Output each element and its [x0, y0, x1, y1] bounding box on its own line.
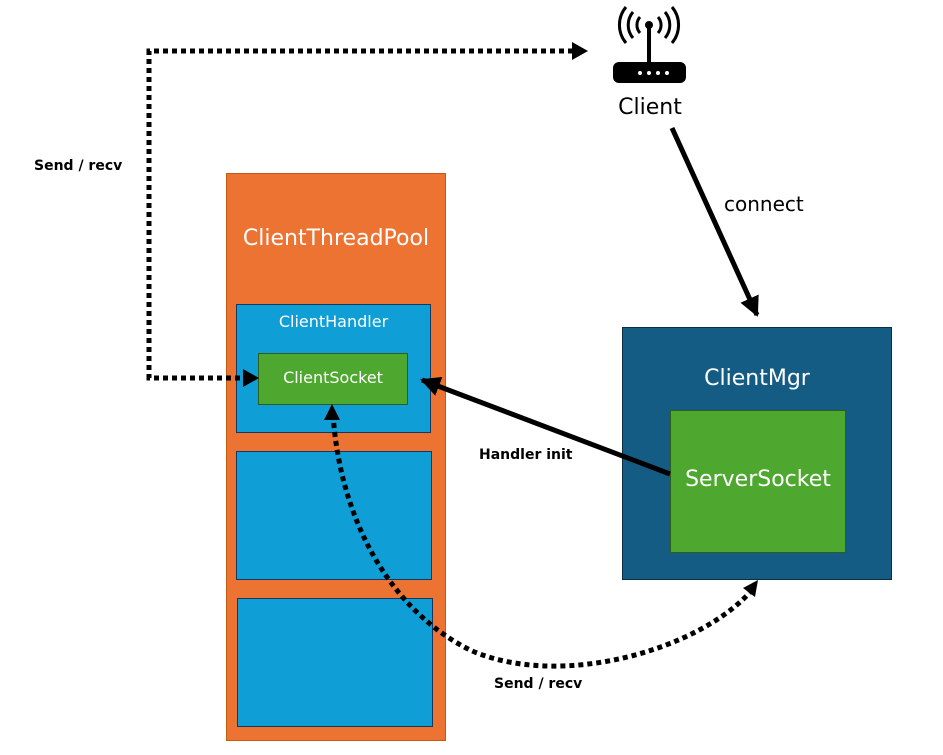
client-socket-label: ClientSocket [283, 368, 383, 387]
handler-slot-2 [236, 451, 432, 580]
mgr-label: ClientMgr [704, 366, 810, 391]
client-label: Client [618, 95, 682, 120]
send-recv-top-arrow-right [572, 42, 588, 60]
send-recv-top-label: Send / recv [34, 158, 123, 174]
handler-init-label: Handler init [479, 447, 573, 463]
send-recv-top-edge [146, 48, 582, 381]
connect-edge [669, 126, 760, 317]
send-recv-bottom-edge [330, 413, 754, 669]
handler-init-edge [420, 377, 671, 477]
pool-label: ClientThreadPool [242, 226, 430, 251]
server-socket-label: ServerSocket [685, 467, 831, 492]
send-recv-top-arrow-left [243, 369, 259, 387]
router-icon [613, 6, 686, 83]
send-recv-bottom-arrow-up [324, 404, 340, 420]
connect-label: connect [724, 192, 804, 216]
handler-label: ClientHandler [278, 312, 389, 331]
send-recv-bottom-label: Send / recv [494, 676, 583, 692]
handler-slot-3 [237, 598, 433, 727]
server-socket [670, 410, 846, 553]
client-socket [258, 353, 408, 405]
send-recv-bottom-arrow-right [743, 580, 758, 597]
